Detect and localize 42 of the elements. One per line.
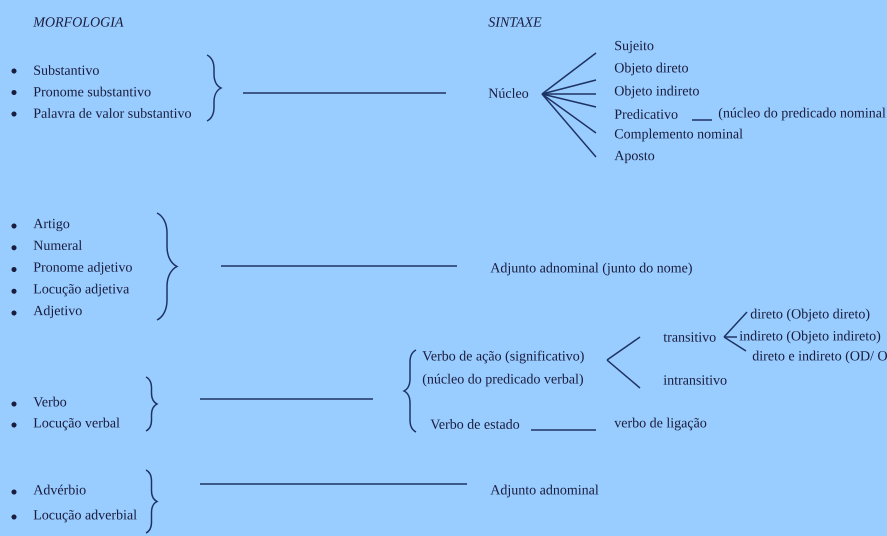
- term-text: direto (Objeto direto): [750, 308, 870, 322]
- term-text: Objeto direto: [614, 62, 688, 76]
- connector-line: [221, 265, 457, 267]
- connector-line: [542, 79, 596, 95]
- connector-line: [724, 336, 746, 352]
- term-text: indireto (Objeto indireto): [740, 330, 880, 344]
- connector-line: [243, 92, 446, 94]
- term-text: (núcleo do predicado nominal: [718, 108, 886, 120]
- connector-line: [542, 52, 596, 95]
- connector-line: [692, 119, 712, 121]
- connector-line: [606, 336, 640, 361]
- connector-line: [542, 93, 596, 95]
- connector-line: [531, 429, 596, 431]
- term-text: transitivo: [663, 332, 716, 342]
- word-list: Substantivo Pronome substantivo Palavra de valor substantivo: [34, 65, 191, 118]
- term-text: Verbo de estado: [430, 419, 520, 429]
- term-text: Complemento nominal: [614, 128, 743, 142]
- term-text: Núcleo: [488, 88, 528, 98]
- term-text: Objeto indireto: [614, 86, 699, 98]
- term-text: verbo de ligação: [614, 418, 706, 430]
- term-text: Adjunto adnominal: [490, 484, 598, 498]
- column-heading: MORFOLOGIA: [33, 17, 124, 27]
- term-text: Aposto: [614, 150, 654, 164]
- column-heading: SINTAXE: [488, 17, 542, 27]
- term-text: direto e indireto (OD/ O: [752, 350, 887, 364]
- term-text: Verbo de ação (significativo) (núcleo do predicado verbal): [422, 350, 584, 386]
- connector-line: [541, 94, 597, 158]
- term-text: Predicativo: [614, 109, 678, 119]
- term-text: intransitivo: [664, 375, 727, 385]
- connector-line: [723, 312, 748, 338]
- connector-line: [200, 483, 467, 485]
- connector-line: [724, 336, 737, 338]
- connector-line: [542, 93, 596, 134]
- connector-line: [200, 398, 373, 400]
- curly-brace: [403, 349, 416, 433]
- term-text: Adjunto adnominal (junto do nome): [490, 262, 692, 276]
- term-text: Sujeito: [615, 40, 654, 54]
- word-list: Advérbio Locução adverbial: [33, 484, 137, 522]
- word-list: Artigo Numeral Pronome adjetivo Locução adjetiva Adjetivo: [33, 218, 132, 318]
- connector-line: [542, 93, 596, 108]
- word-list: Verbo Locução verbal: [33, 396, 120, 430]
- connector-line: [606, 359, 640, 389]
